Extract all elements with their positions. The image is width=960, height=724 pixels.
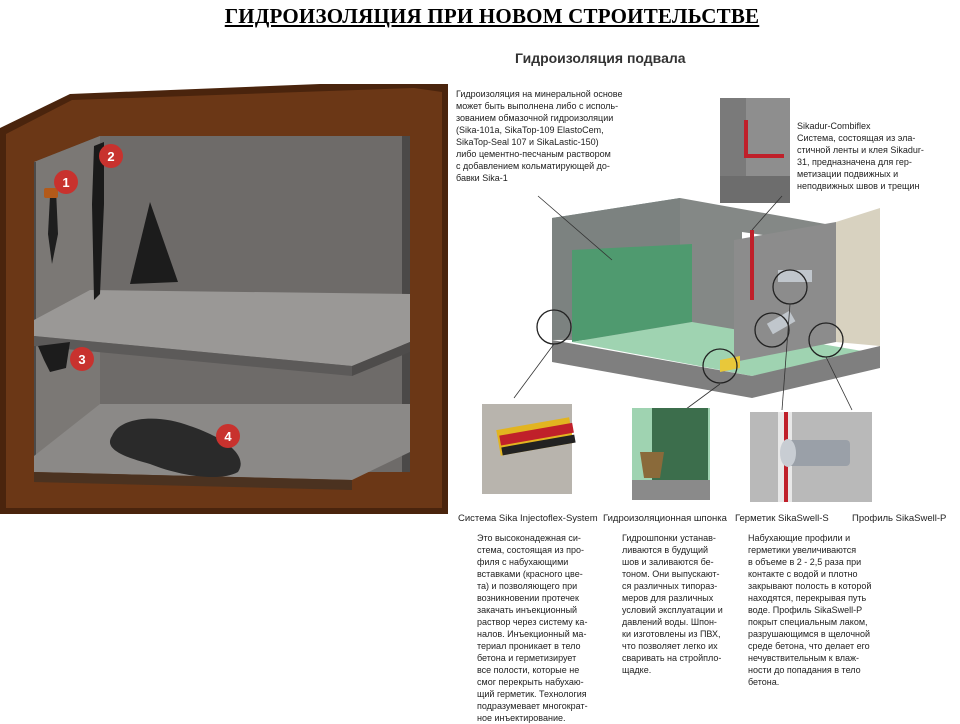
waterstop-text: Гидрошпонки устанав- ливаются в будущий … [622,533,723,675]
combiflex-text: Система, состоящая из эла- стичной ленты… [797,133,924,191]
callout-circle-4 [754,312,790,348]
diagram-subtitle: Гидроизоляция подвала [515,50,686,66]
leak-1 [48,190,58,264]
waterproofing-diagram [482,98,880,502]
puddle-4 [109,418,241,478]
leak-wall-triangle [130,202,178,284]
leak-2 [92,142,104,300]
swell-inset [750,412,872,502]
leak-3 [38,342,70,372]
mineral-text: Гидроизоляция на минеральной основе може… [456,89,623,183]
callout-circle-2 [702,348,738,384]
marker-4-label: 4 [224,429,232,444]
injectoflex-inset [482,404,576,494]
upper-slab [34,290,410,366]
combiflex-title: Sikadur-Combiflex [797,121,871,131]
caption-injectoflex: Система Sika Injectoflex-System [458,513,598,524]
caption-profile: Профиль SikaSwell-P [852,513,947,524]
swell-text: Набухающие профили и герметики увеличива… [748,533,872,687]
marker-3-label: 3 [78,352,85,367]
marker-3: 3 [70,347,94,371]
basement-illustration: 1 2 3 4 [0,84,448,514]
marker-2: 2 [99,144,123,168]
page-title: ГИДРОИЗОЛЯЦИЯ ПРИ НОВОМ СТРОИТЕЛЬСТВЕ [224,4,760,28]
marker-1: 1 [54,170,78,194]
combiflex-detail [720,98,790,203]
marker-1-label: 1 [62,175,69,190]
marker-4: 4 [216,424,240,448]
injectoflex-text: Это высоконадежная си- стема, состоящая … [477,533,588,723]
basement-model [552,198,880,398]
marker-2-label: 2 [107,149,114,164]
caption-waterstop: Гидроизоляционная шпонка [603,513,727,524]
waterstop-inset [632,408,710,500]
caption-sealant: Герметик SikaSwell-S [735,513,829,524]
pipe [44,188,58,198]
